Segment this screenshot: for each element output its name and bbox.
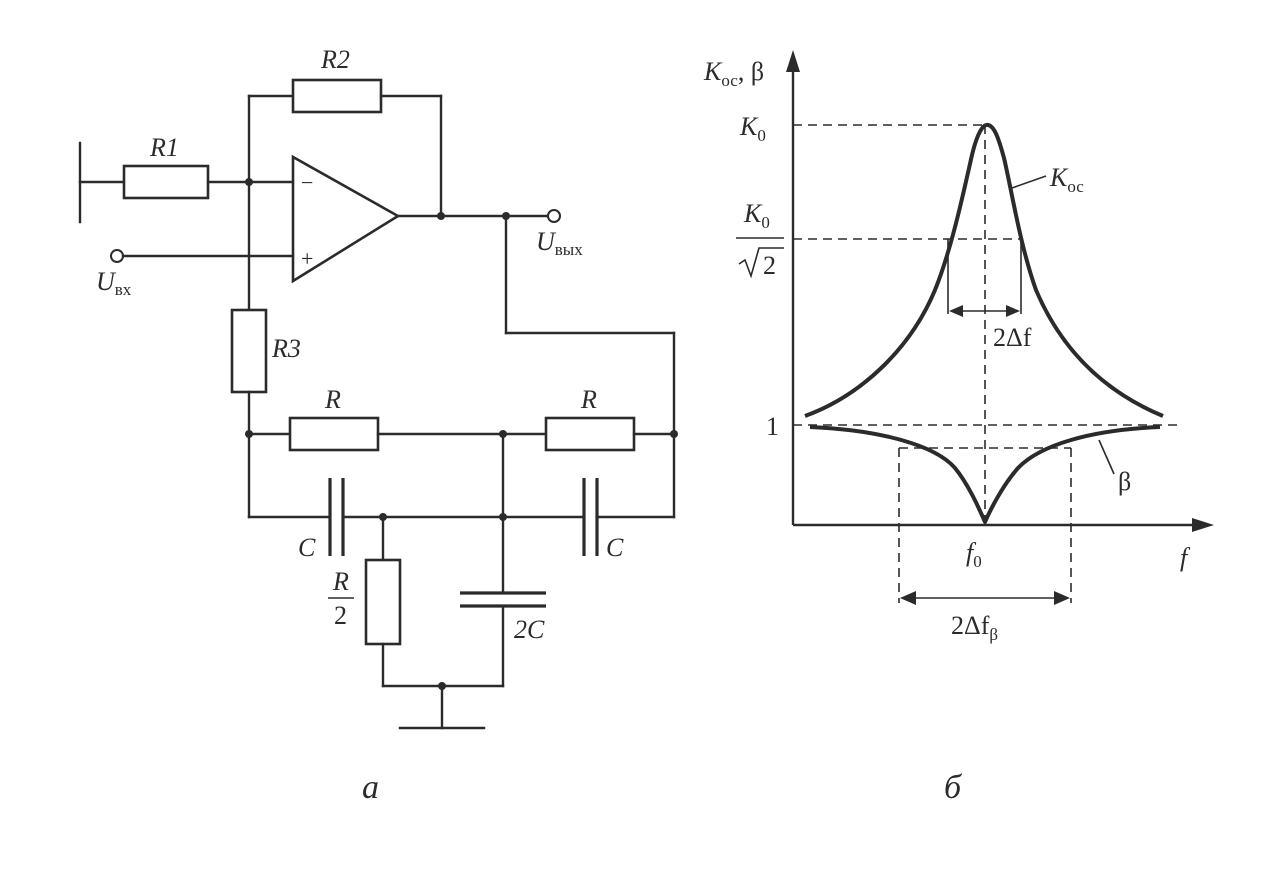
label-beta: β: [1118, 467, 1131, 496]
x-axis-label: f: [1180, 543, 1191, 572]
label-plus-input: +: [301, 246, 313, 271]
junction-dot: [499, 430, 507, 438]
label-2-delta-f: 2Δf: [993, 323, 1032, 352]
koc-leader: [1011, 175, 1047, 189]
frequency-response-graph: Kос, β K0 K0 2 1 Kос β f0 f 2Δf 2Δfβ б: [703, 50, 1214, 806]
sqrt-icon: [738, 247, 784, 279]
junction-dot: [438, 682, 446, 690]
junction-dot: [437, 212, 445, 220]
resistor-r-left: [288, 416, 380, 452]
arrowhead: [1054, 591, 1070, 605]
label-c-left: C: [298, 533, 316, 562]
label-u-in: Uвх: [96, 267, 132, 299]
label-r-half-numerator: R: [332, 567, 349, 596]
label-one: 1: [766, 412, 779, 441]
junction-dot: [670, 430, 678, 438]
label-r-half-denominator: 2: [334, 601, 347, 630]
resistor-r3: [230, 308, 268, 394]
junction-dot: [245, 178, 253, 186]
label-2-delta-f-beta: 2Δfβ: [951, 611, 998, 644]
label-2c: 2C: [514, 615, 545, 644]
resistor-r2: [291, 78, 383, 114]
koc-curve: [804, 122, 1164, 418]
label-f0: f0: [966, 538, 982, 571]
label-r1: R1: [149, 133, 179, 162]
label-r-right: R: [580, 385, 597, 414]
y-axis-arrow: [786, 50, 800, 72]
input-terminal: [110, 249, 124, 263]
junction-dot: [502, 212, 510, 220]
arrowhead: [1006, 305, 1020, 317]
beta-curve: [809, 425, 1161, 524]
beta-leader: [1098, 439, 1115, 475]
y-axis-label: Kос, β: [703, 57, 764, 90]
caption-b: б: [944, 769, 963, 806]
arrowhead: [900, 591, 916, 605]
resistor-r-half: [364, 558, 402, 646]
op-amp: [291, 154, 401, 284]
x-axis-arrow: [1192, 518, 1214, 532]
resistor-r1: [122, 164, 210, 200]
label-r2: R2: [320, 45, 350, 74]
resistor-r-right: [544, 416, 636, 452]
label-u-out: Uвых: [536, 227, 583, 259]
label-k0-sqrt2-numerator: K0: [743, 199, 770, 232]
label-k0: K0: [739, 112, 766, 145]
label-koc: Kос: [1049, 163, 1084, 196]
label-k0-sqrt2-denominator: 2: [763, 251, 776, 280]
label-minus-input: −: [301, 170, 313, 195]
output-terminal: [547, 209, 561, 223]
junction-dot: [499, 513, 507, 521]
junction-dot: [245, 430, 253, 438]
arrowhead: [949, 305, 963, 317]
label-r-left: R: [324, 385, 341, 414]
caption-a: а: [362, 769, 379, 806]
circuit-diagram: R2 R1 − + Uвх Uвых R3 R R C C R 2 2C а: [78, 45, 678, 806]
label-r3: R3: [271, 334, 301, 363]
junction-dot: [379, 513, 387, 521]
label-c-right: C: [606, 533, 624, 562]
